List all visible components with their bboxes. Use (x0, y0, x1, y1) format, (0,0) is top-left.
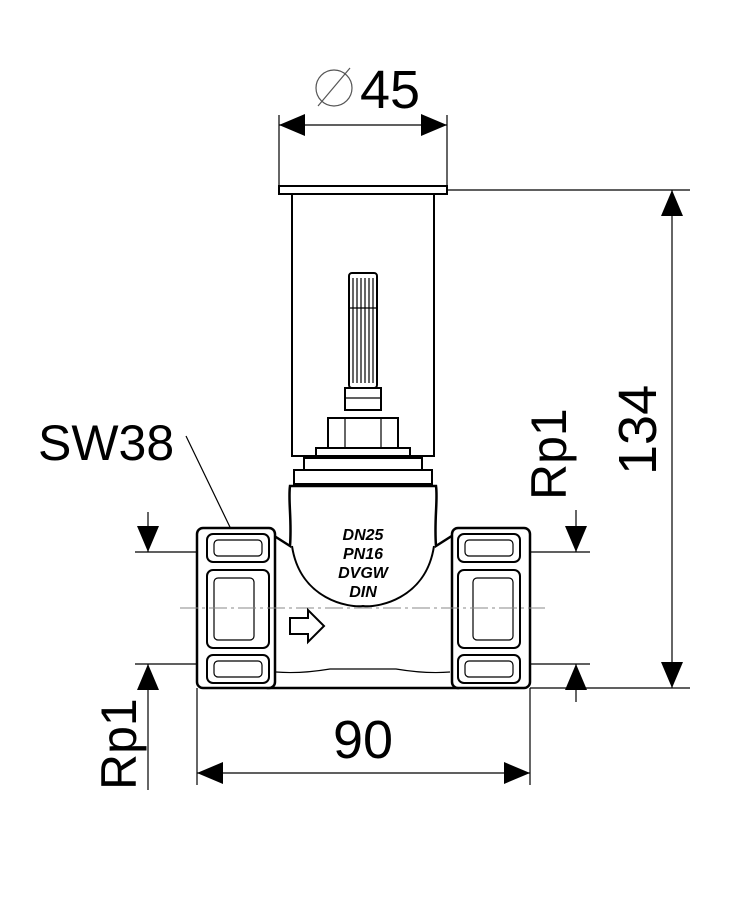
diameter-value: 45 (360, 60, 420, 120)
marking-din: DIN (349, 584, 377, 601)
bonnet (293, 417, 433, 485)
diameter-symbol (315, 67, 353, 107)
height-value: 134 (608, 385, 668, 475)
thread-right-label: Rp1 (521, 408, 577, 500)
thread-left-label: Rp1 (91, 698, 147, 790)
marking-dn: DN25 (343, 527, 385, 544)
width-value: 90 (333, 710, 393, 770)
diameter-dimension: 45 (278, 60, 448, 190)
thread-dimension-right: Rp1 (521, 408, 590, 702)
flow-direction-arrow (289, 607, 326, 645)
left-coupling (195, 526, 277, 690)
wrench-size-label: SW38 (38, 415, 174, 471)
marking-pn: PN16 (343, 546, 383, 563)
spindle (344, 272, 382, 411)
body-marking: DN25 PN16 DVGW DIN (338, 527, 390, 601)
cap-sleeve (278, 185, 448, 457)
wrench-size-callout: SW38 (38, 415, 247, 560)
height-dimension: 134 (447, 189, 690, 689)
thread-dimension-left: Rp1 (91, 512, 197, 790)
marking-dvgw: DVGW (338, 565, 390, 582)
width-dimension: 90 (196, 688, 531, 785)
valve-body (266, 484, 460, 690)
